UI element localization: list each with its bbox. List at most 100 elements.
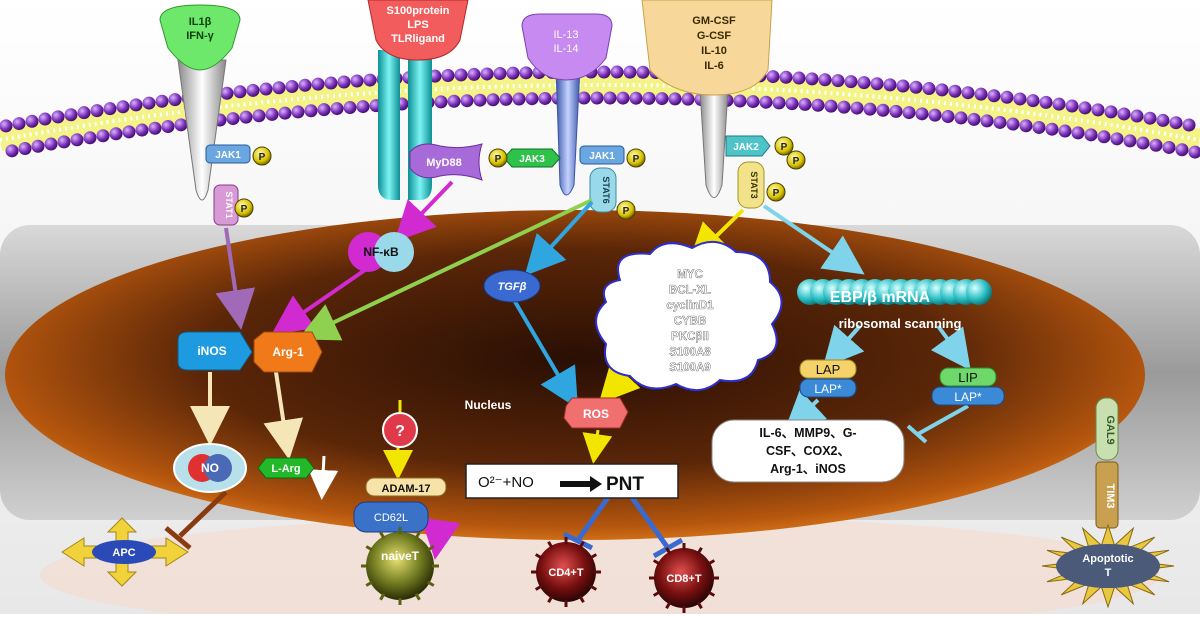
lipid-head <box>123 125 136 138</box>
lipid-head <box>825 100 838 113</box>
lipid-head <box>260 83 273 96</box>
lipid-head <box>851 102 864 115</box>
jak1-mid: JAK1 <box>580 146 624 164</box>
lipid-head <box>461 94 474 107</box>
svg-text:iNOS: iNOS <box>197 344 226 358</box>
svg-text:?: ? <box>395 423 405 440</box>
lipid-head <box>1027 94 1040 107</box>
lipid-head <box>1176 143 1189 156</box>
lipid-head <box>598 66 611 79</box>
myd88: MyD88 <box>410 144 482 180</box>
lipid-head <box>364 74 377 87</box>
lipid-head <box>442 69 455 82</box>
lipid-head <box>910 81 923 94</box>
lipid-head <box>539 92 552 105</box>
lipid-head <box>162 120 175 133</box>
svg-text:LAP*: LAP* <box>954 390 982 404</box>
svg-text:PNT: PNT <box>606 474 644 495</box>
lipid-head <box>227 112 240 125</box>
lipid-head <box>91 104 104 117</box>
lipid-head <box>871 77 884 90</box>
svg-text:NO: NO <box>201 461 219 475</box>
lipid-head <box>968 113 981 126</box>
svg-text:JAK3: JAK3 <box>519 154 545 165</box>
cd62l-node: CD62L <box>354 502 428 532</box>
svg-text:JAK1: JAK1 <box>589 151 615 162</box>
question-node: ? <box>383 413 417 447</box>
lipid-head <box>273 81 286 94</box>
lipid-head <box>793 72 806 85</box>
arg1-node: Arg-1 <box>254 332 322 372</box>
lipid-head <box>884 78 897 91</box>
lipid-head <box>435 95 448 108</box>
stat1: STAT1 <box>214 185 238 225</box>
lipid-head <box>357 100 370 113</box>
lipid-head <box>832 74 845 87</box>
svg-text:P: P <box>623 206 630 217</box>
lipid-head <box>936 83 949 96</box>
lipid-head <box>507 67 520 80</box>
svg-text:CD8+T: CD8+T <box>666 573 701 585</box>
gene-item: cyclinD1 <box>666 300 714 312</box>
lipid-head <box>149 122 162 135</box>
lipid-head <box>962 86 975 99</box>
gcsf-label: G-CSF <box>697 30 732 42</box>
lipid-head <box>1131 110 1144 123</box>
lipid-head <box>1092 103 1105 116</box>
stat3: STAT3 <box>738 162 764 208</box>
tlr-ligand-label: TLRligand <box>391 33 445 45</box>
lipid-head <box>624 66 637 79</box>
lipid-head <box>344 101 357 114</box>
lipid-head <box>682 93 695 106</box>
lipid-head <box>819 73 832 86</box>
lipid-head <box>767 70 780 83</box>
lipid-head <box>156 95 169 108</box>
lipid-head <box>1098 130 1111 143</box>
lipid-head <box>448 95 461 108</box>
svg-text:STAT6: STAT6 <box>601 176 611 203</box>
lipid-head <box>858 76 871 89</box>
lipid-head <box>39 113 52 126</box>
svg-text:Arg-1: Arg-1 <box>272 345 304 359</box>
lipid-head <box>0 119 13 132</box>
lipid-head <box>1118 107 1131 120</box>
lipid-head <box>78 106 91 119</box>
lipid-head <box>1163 141 1176 154</box>
product-box: IL-6、MMP9、G- CSF、COX2、 Arg-1、iNOS <box>712 420 904 482</box>
lipid-head <box>299 79 312 92</box>
lipid-head <box>169 93 182 106</box>
lipid-head <box>1111 132 1124 145</box>
phosphate-p: P <box>489 149 507 167</box>
lipid-head <box>240 111 253 124</box>
ribosomal-scanning-label: ribosomal scanning <box>839 316 962 331</box>
gal9-label: GAL9 <box>1104 415 1116 444</box>
lipid-head <box>929 109 942 122</box>
il1b-label: IL1β <box>189 16 212 28</box>
il13-label: IL-13 <box>553 29 578 41</box>
svg-text:T: T <box>1105 567 1112 579</box>
stat6: STAT6 <box>590 168 616 212</box>
lipid-head <box>110 127 123 140</box>
lipid-head <box>812 99 825 112</box>
lap-node: LAP LAP* <box>800 360 856 397</box>
lipid-head <box>1040 96 1053 109</box>
ros-node: ROS <box>564 398 628 428</box>
svg-text:P: P <box>259 152 266 163</box>
lipid-head <box>806 72 819 85</box>
svg-text:APC: APC <box>112 547 135 559</box>
lipid-head <box>500 93 513 106</box>
lipid-head <box>520 66 533 79</box>
svg-text:MyD88: MyD88 <box>426 157 461 169</box>
lipid-head <box>1183 119 1196 132</box>
lipid-head <box>1085 128 1098 141</box>
lipid-head <box>617 92 630 105</box>
lipid-head <box>1137 137 1150 150</box>
svg-text:CSF、COX2、: CSF、COX2、 <box>766 444 850 458</box>
lipid-head <box>734 94 747 107</box>
lipid-head <box>643 92 656 105</box>
gal9-tim3: GAL9 TIM3 <box>1096 398 1118 528</box>
lipid-head <box>279 107 292 120</box>
lipid-head <box>942 110 955 123</box>
lipid-head <box>897 80 910 93</box>
